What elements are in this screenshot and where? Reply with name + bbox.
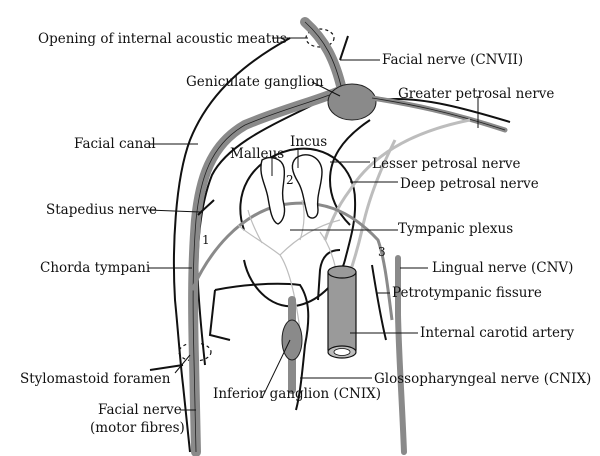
marker-2: 2 (286, 173, 294, 187)
petrous-top-edge (379, 98, 511, 123)
lingual-nerve (395, 255, 407, 455)
geniculate-ganglion-shape (327, 83, 377, 121)
label-chorda-tympani: Chorda tympani (40, 260, 151, 276)
stylomastoid-base (149, 364, 184, 371)
label-geniculate-ganglion: Geniculate ganglion (186, 74, 324, 90)
carotid-canal-wall (317, 249, 341, 301)
label-tympanic-plexus: Tympanic plexus (398, 221, 513, 237)
marker-3: 3 (378, 245, 386, 259)
middle-ear-block-left (208, 289, 231, 341)
meatus-wall (339, 35, 349, 61)
label-facial-nerve-cnvii: Facial nerve (CNVII) (382, 52, 523, 68)
chorda-tympani-path (190, 201, 394, 321)
label-lingual-nerve: Lingual nerve (CNV) (432, 260, 573, 276)
ossicles (260, 154, 323, 225)
stapedius-nerve (197, 199, 215, 216)
marker-1: 1 (202, 233, 210, 247)
label-lesser-petrosal-nerve: Lesser petrosal nerve (372, 156, 521, 172)
glossopharyngeal-nerve (281, 296, 303, 394)
label-greater-petrosal-nerve: Greater petrosal nerve (398, 86, 554, 102)
label-facial-canal: Facial canal (74, 136, 156, 152)
label-facial-nerve-motor-line1: Facial nerve (98, 402, 182, 418)
facial-canal-outer-wall (172, 37, 291, 453)
label-facial-nerve-motor-line2: (motor fibres) (90, 420, 185, 436)
inferior-ganglion-shape (281, 319, 303, 361)
label-malleus: Malleus (230, 146, 284, 162)
label-deep-petrosal-nerve: Deep petrosal nerve (400, 176, 539, 192)
label-internal-carotid-artery: Internal carotid artery (420, 325, 574, 341)
label-inferior-ganglion: Inferior ganglion (CNIX) (213, 386, 381, 402)
label-incus: Incus (290, 134, 327, 150)
chorda-tympani (190, 201, 394, 321)
leader-lines (147, 37, 479, 411)
internal-carotid-artery (327, 265, 357, 359)
incus-shape (291, 154, 323, 219)
middle-ear-block (214, 282, 310, 411)
petrous-lower-edge (328, 119, 371, 226)
label-stapedius-nerve: Stapedius nerve (46, 202, 157, 218)
label-stylomastoid-foramen: Stylomastoid foramen (20, 371, 171, 387)
label-glossopharyngeal-nerve: Glossopharyngeal nerve (CNIX) (374, 371, 591, 387)
label-petrotympanic-fissure: Petrotympanic fissure (392, 285, 542, 301)
malleus-shape (260, 156, 286, 225)
greater-petrosal-edge (371, 97, 506, 131)
petrotympanic-wall (371, 264, 387, 341)
label-opening-internal-acoustic-meatus: Opening of internal acoustic meatus (38, 31, 287, 47)
